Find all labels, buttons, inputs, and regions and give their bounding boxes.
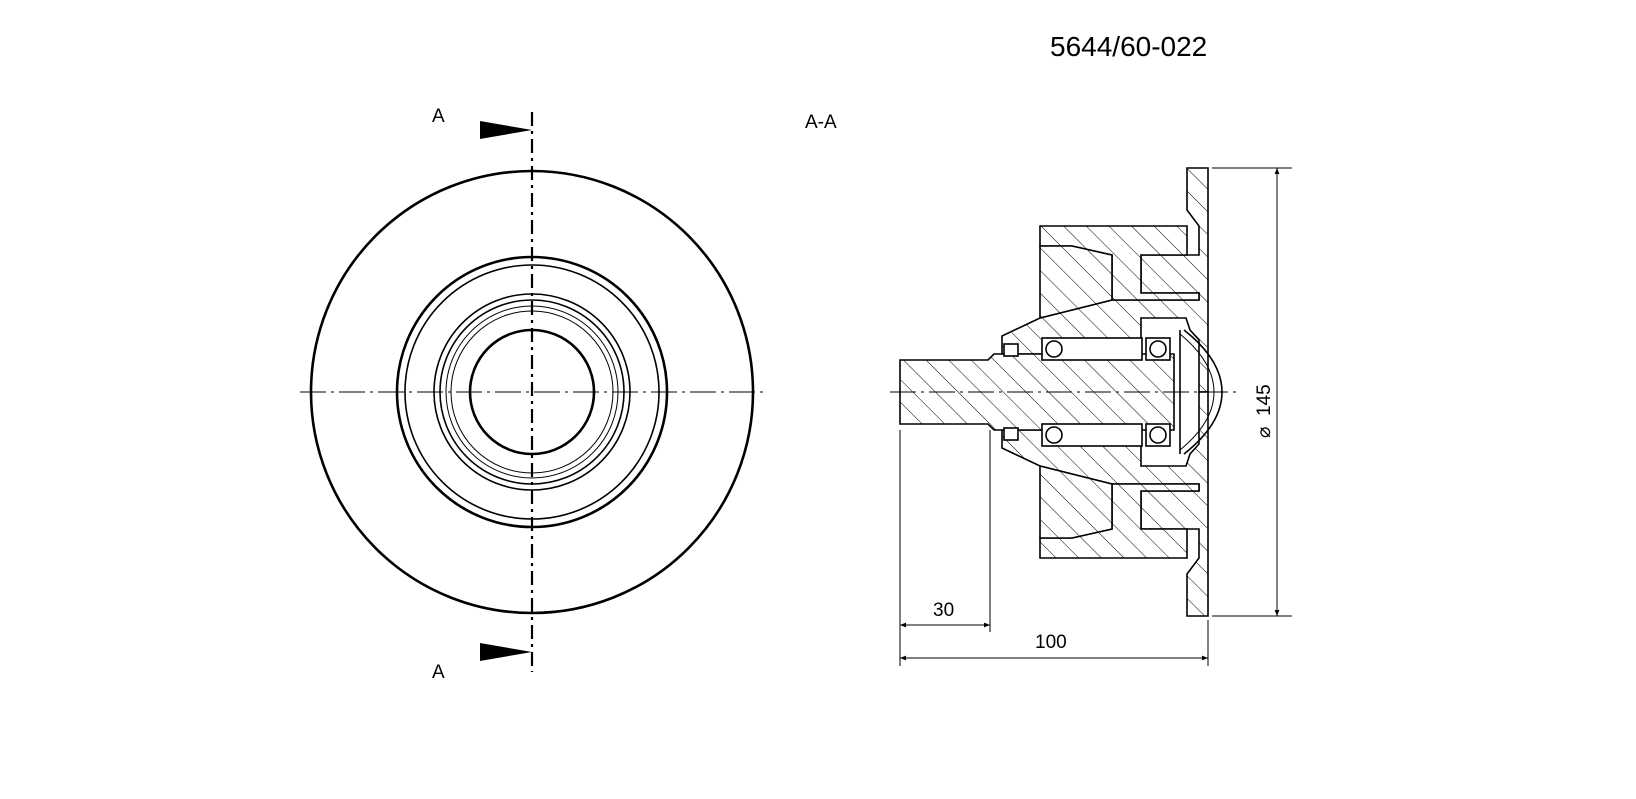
diameter-dimension [1212, 167, 1292, 617]
seal-bottom [1003, 427, 1019, 441]
section-marker-top: A [432, 106, 445, 127]
shaft-section [899, 353, 1175, 431]
section-view: ⌀ 145 30 100 [890, 167, 1292, 666]
section-arrow-top [480, 121, 532, 139]
bearing-top [1041, 337, 1171, 361]
shaft-length-label: 30 [933, 600, 954, 621]
shaft-length-dimension [899, 430, 991, 666]
housing-web-top [1039, 245, 1113, 320]
bearing-bottom [1041, 423, 1171, 447]
section-marker-bottom: A [432, 662, 445, 683]
front-view: A A [300, 106, 765, 683]
overall-length-dimension [900, 620, 1209, 666]
housing-web-bottom [1039, 464, 1113, 539]
diameter-icon: ⌀ [1254, 427, 1275, 438]
seal-top [1003, 343, 1019, 357]
section-view-label: A-A [805, 112, 837, 133]
overall-length-label: 100 [1035, 632, 1067, 653]
section-arrow-bottom [480, 643, 532, 661]
part-number: 5644/60-022 [1050, 31, 1207, 62]
diameter-value: 145 [1254, 384, 1275, 416]
